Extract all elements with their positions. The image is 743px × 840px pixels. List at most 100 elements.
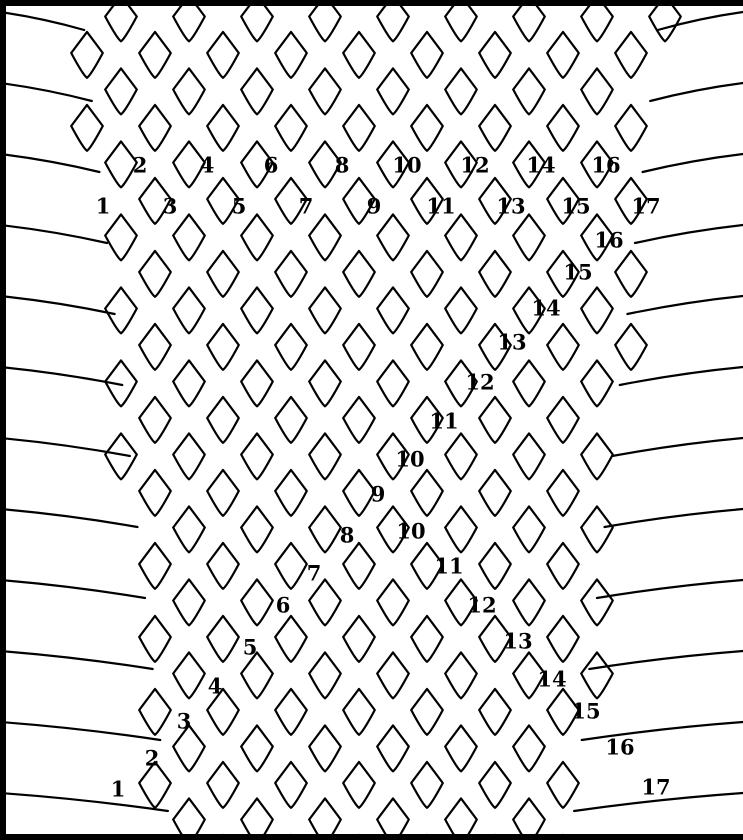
- dorsal-scale: [275, 105, 307, 151]
- lower-label-12: 12: [467, 593, 496, 618]
- top-label-1: 1: [96, 194, 111, 219]
- dorsal-scale: [513, 506, 545, 552]
- dorsal-scale: [377, 68, 409, 114]
- dorsal-scale: [479, 762, 511, 808]
- left-ventral-plate: [0, 509, 137, 527]
- top-label-10: 10: [392, 153, 421, 178]
- dorsal-scale: [241, 506, 273, 552]
- dorsal-scale: [275, 251, 307, 297]
- dorsal-scale: [479, 251, 511, 297]
- dorsal-scale: [411, 251, 443, 297]
- dorsal-scale: [309, 725, 341, 771]
- lower-label-11: 11: [434, 554, 463, 579]
- dorsal-scale: [411, 0, 443, 5]
- dorsal-scale: [615, 324, 647, 370]
- dorsal-scale: [581, 68, 613, 114]
- dorsal-scale: [411, 689, 443, 735]
- top-label-7: 7: [299, 194, 314, 219]
- dorsal-scale: [309, 214, 341, 260]
- lower-label-8: 8: [340, 523, 355, 548]
- dorsal-scale: [581, 287, 613, 333]
- top-label-11: 11: [426, 194, 455, 219]
- lower-label-4: 4: [208, 674, 223, 699]
- dorsal-scale: [173, 579, 205, 625]
- dorsal-scale: [173, 652, 205, 698]
- dorsal-scale: [343, 105, 375, 151]
- dorsal-scale: [343, 543, 375, 589]
- dorsal-scale: [513, 68, 545, 114]
- dorsal-scale: [343, 32, 375, 78]
- dorsal-scale: [173, 798, 205, 840]
- right-ventral-plate: [620, 367, 743, 385]
- dorsal-scale: [445, 433, 477, 479]
- top-label-14: 14: [526, 153, 555, 178]
- dorsal-scale: [513, 214, 545, 260]
- dorsal-scale: [309, 287, 341, 333]
- dorsal-scale: [105, 433, 137, 479]
- dorsal-scale: [105, 214, 137, 260]
- right-ventral-plate: [643, 154, 743, 172]
- dorsal-scale: [139, 105, 171, 151]
- left-ventral-plate: [0, 225, 107, 243]
- top-label-17: 17: [631, 194, 660, 219]
- dorsal-scale: [343, 689, 375, 735]
- dorsal-scale: [71, 0, 103, 5]
- dorsal-scale: [513, 433, 545, 479]
- diag-upper-label-10: 10: [395, 447, 424, 472]
- dorsal-scale: [241, 68, 273, 114]
- dorsal-scale: [207, 543, 239, 589]
- left-ventral-plate: [0, 651, 153, 669]
- dorsal-scale: [139, 0, 171, 5]
- dorsal-scale: [445, 68, 477, 114]
- dorsal-scale: [615, 0, 647, 5]
- dorsal-scale: [479, 470, 511, 516]
- dorsal-scale: [581, 433, 613, 479]
- dorsal-scale: [207, 0, 239, 5]
- lower-label-5: 5: [243, 635, 258, 660]
- dorsal-scale: [207, 105, 239, 151]
- top-label-8: 8: [335, 153, 350, 178]
- dorsal-scale: [343, 616, 375, 662]
- dorsal-scale: [241, 214, 273, 260]
- dorsal-scale: [377, 287, 409, 333]
- dorsal-scale: [207, 470, 239, 516]
- right-ventral-plate: [658, 12, 743, 30]
- dorsal-scale: [139, 689, 171, 735]
- lower-label-1: 1: [111, 777, 126, 802]
- dorsal-scale: [207, 32, 239, 78]
- dorsal-scale: [377, 725, 409, 771]
- left-ventral-plate: [0, 154, 99, 172]
- lower-label-15: 15: [571, 699, 600, 724]
- lower-label-16: 16: [605, 735, 634, 760]
- dorsal-scale: [241, 725, 273, 771]
- lower-label-3: 3: [177, 709, 192, 734]
- dorsal-scale: [71, 105, 103, 151]
- dorsal-scale: [445, 506, 477, 552]
- top-label-13: 13: [496, 194, 525, 219]
- dorsal-scale: [513, 579, 545, 625]
- dorsal-scale: [309, 0, 341, 41]
- dorsal-scale: [547, 762, 579, 808]
- lower-label-2: 2: [145, 746, 160, 771]
- diag-upper-label-13: 13: [497, 330, 526, 355]
- dorsal-scale: [275, 0, 307, 5]
- dorsal-scale: [445, 798, 477, 840]
- dorsal-scale: [411, 470, 443, 516]
- top-label-9: 9: [367, 194, 382, 219]
- dorsal-scale: [445, 0, 477, 41]
- dorsal-scale: [241, 0, 273, 41]
- dorsal-scale: [105, 68, 137, 114]
- dorsal-scale: [309, 68, 341, 114]
- dorsal-scale: [377, 360, 409, 406]
- dorsal-scale: [581, 0, 613, 41]
- dorsal-scale: [309, 798, 341, 840]
- dorsal-scale: [275, 616, 307, 662]
- dorsal-scale: [309, 506, 341, 552]
- top-label-5: 5: [232, 194, 247, 219]
- dorsal-scale: [207, 616, 239, 662]
- dorsal-scale: [411, 835, 443, 840]
- top-label-16: 16: [591, 153, 620, 178]
- dorsal-scale: [343, 0, 375, 5]
- dorsal-scale: [547, 543, 579, 589]
